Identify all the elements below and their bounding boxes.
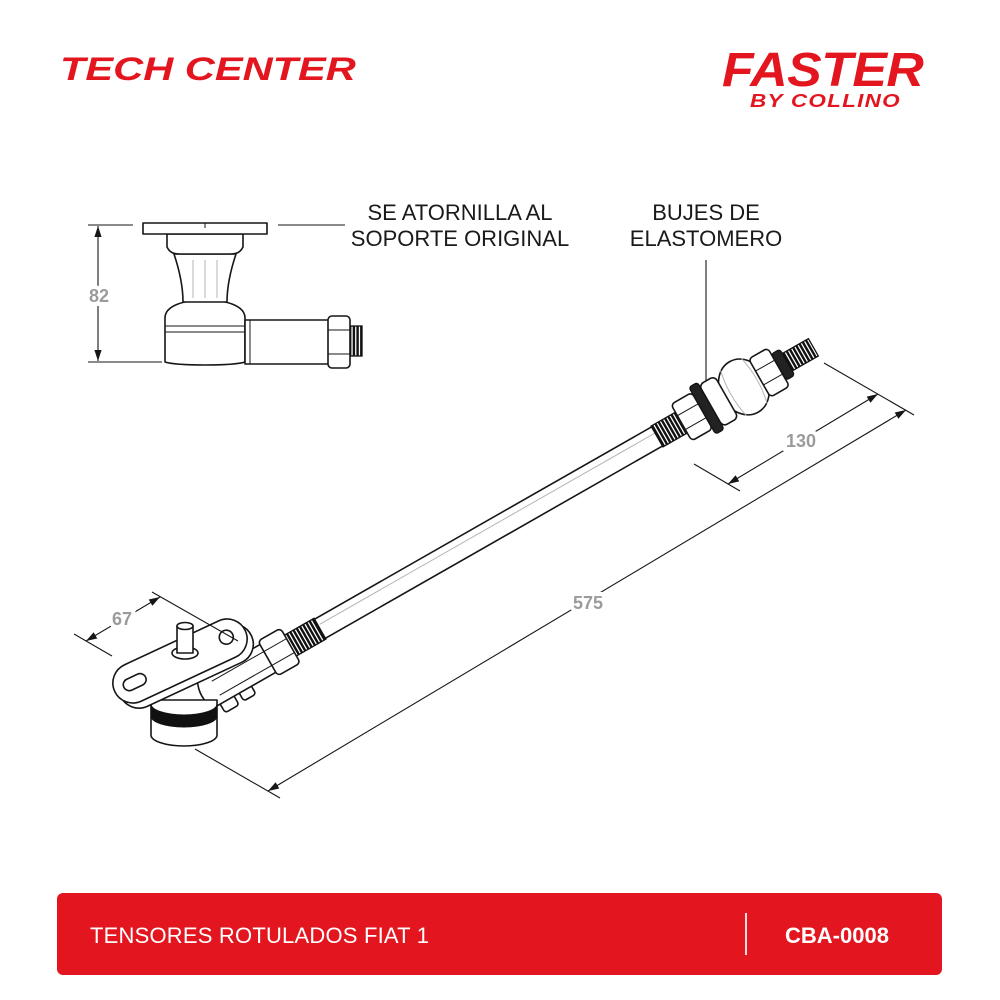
dim-130-ext-right xyxy=(823,362,915,416)
side-hex-nut xyxy=(327,315,351,369)
rod-highlight xyxy=(319,432,656,625)
stud-thread-stripes xyxy=(782,338,819,371)
dim-130-line xyxy=(727,393,879,485)
side-view-drawing xyxy=(142,222,363,369)
mounting-callout-line-1: SE ATORNILLA AL xyxy=(367,200,553,225)
plate-slot-hole xyxy=(122,672,147,692)
dim-67-arrow-start xyxy=(86,632,98,641)
dim-82-label: 82 xyxy=(89,286,109,306)
side-shank xyxy=(244,319,331,365)
dim-575-arrow-end xyxy=(894,410,906,419)
dim-67-ext-a xyxy=(151,591,239,642)
left-thread-stripes xyxy=(282,618,326,657)
right-thread-stripes xyxy=(651,411,690,447)
product-code: CBA-0008 xyxy=(785,923,889,948)
left-nut-facet-1 xyxy=(263,638,287,652)
ball-joint-clevis xyxy=(196,642,279,713)
tech-center-title: TECH CENTER xyxy=(60,51,356,87)
ball-stud xyxy=(171,621,199,660)
dimension-plate-width: 67 xyxy=(73,591,239,657)
dim-67-label: 67 xyxy=(112,609,132,629)
stud-thread-outline xyxy=(781,337,820,372)
plate-round-hole xyxy=(218,629,235,646)
product-banner: TENSORES ROTULADOS FIAT 1 CBA-0008 xyxy=(57,893,942,975)
dim-575-line xyxy=(267,409,907,792)
bushing-hex-facet-1 xyxy=(755,359,775,372)
brand-tagline: BY COLLINO xyxy=(750,91,901,111)
bushing-hex-facet-2 xyxy=(763,373,783,386)
tension-rod-assembly xyxy=(196,337,820,713)
bushing-callout-line-1: BUJES DE xyxy=(652,200,760,225)
housing-dark-ring xyxy=(150,703,218,728)
right-nut-facet-2 xyxy=(685,417,707,430)
stud-top xyxy=(176,621,194,631)
dim-575-ext-left xyxy=(194,748,281,799)
bushing-callout: BUJES DE ELASTOMERO xyxy=(606,200,806,252)
dimension-mount-height: 82 xyxy=(85,224,162,363)
ball-joint-housing xyxy=(150,699,218,747)
clevis-edge-1 xyxy=(211,650,266,682)
dim-130-arrow-start xyxy=(728,475,740,484)
right-nut-body xyxy=(671,393,712,441)
dim-575-arrow-start xyxy=(268,782,280,791)
left-hex-nut xyxy=(258,628,300,676)
right-hex-nut xyxy=(671,393,712,441)
dim-575-label: 575 xyxy=(573,593,603,613)
side-nut-body xyxy=(327,315,351,369)
dim-82-arrow-end xyxy=(94,350,102,361)
side-threaded-end xyxy=(348,325,363,357)
elastomer-contour-2 xyxy=(741,358,768,404)
mounting-callout: SE ATORNILLA AL SOPORTE ORIGINAL xyxy=(340,200,580,252)
elastomer-bushing-assembly xyxy=(689,348,795,434)
side-collar xyxy=(166,233,244,255)
dim-130-ext-left xyxy=(693,463,741,492)
right-nut-facet-1 xyxy=(677,403,699,417)
dim-130-label: 130 xyxy=(786,431,816,451)
elastomer-contour-1 xyxy=(720,370,747,416)
dim-130-arrow-end xyxy=(866,394,878,403)
brand-name: FASTER xyxy=(722,44,924,97)
dimension-bushing-span: 130 xyxy=(693,362,915,492)
bushing-callout-line-2: ELASTOMERO xyxy=(629,226,783,251)
product-name: TENSORES ROTULADOS FIAT 1 xyxy=(90,923,430,948)
left-nut-facet-2 xyxy=(271,652,295,666)
dim-67-ext-b xyxy=(73,633,113,657)
dimension-overall-length: 575 xyxy=(194,409,907,799)
mounting-plate xyxy=(112,618,255,709)
brand-logo: FASTER BY COLLINO xyxy=(722,47,952,117)
dim-67-arrow-end xyxy=(148,597,160,606)
clevis-edge-2 xyxy=(219,663,274,696)
dim-82-arrow-start xyxy=(94,226,102,237)
mounting-callout-line-2: SOPORTE ORIGINAL xyxy=(350,226,570,251)
end-threaded-stud xyxy=(781,337,820,372)
left-nut-body xyxy=(258,628,300,676)
dim-67-line xyxy=(85,596,161,642)
banner-divider xyxy=(745,913,747,955)
